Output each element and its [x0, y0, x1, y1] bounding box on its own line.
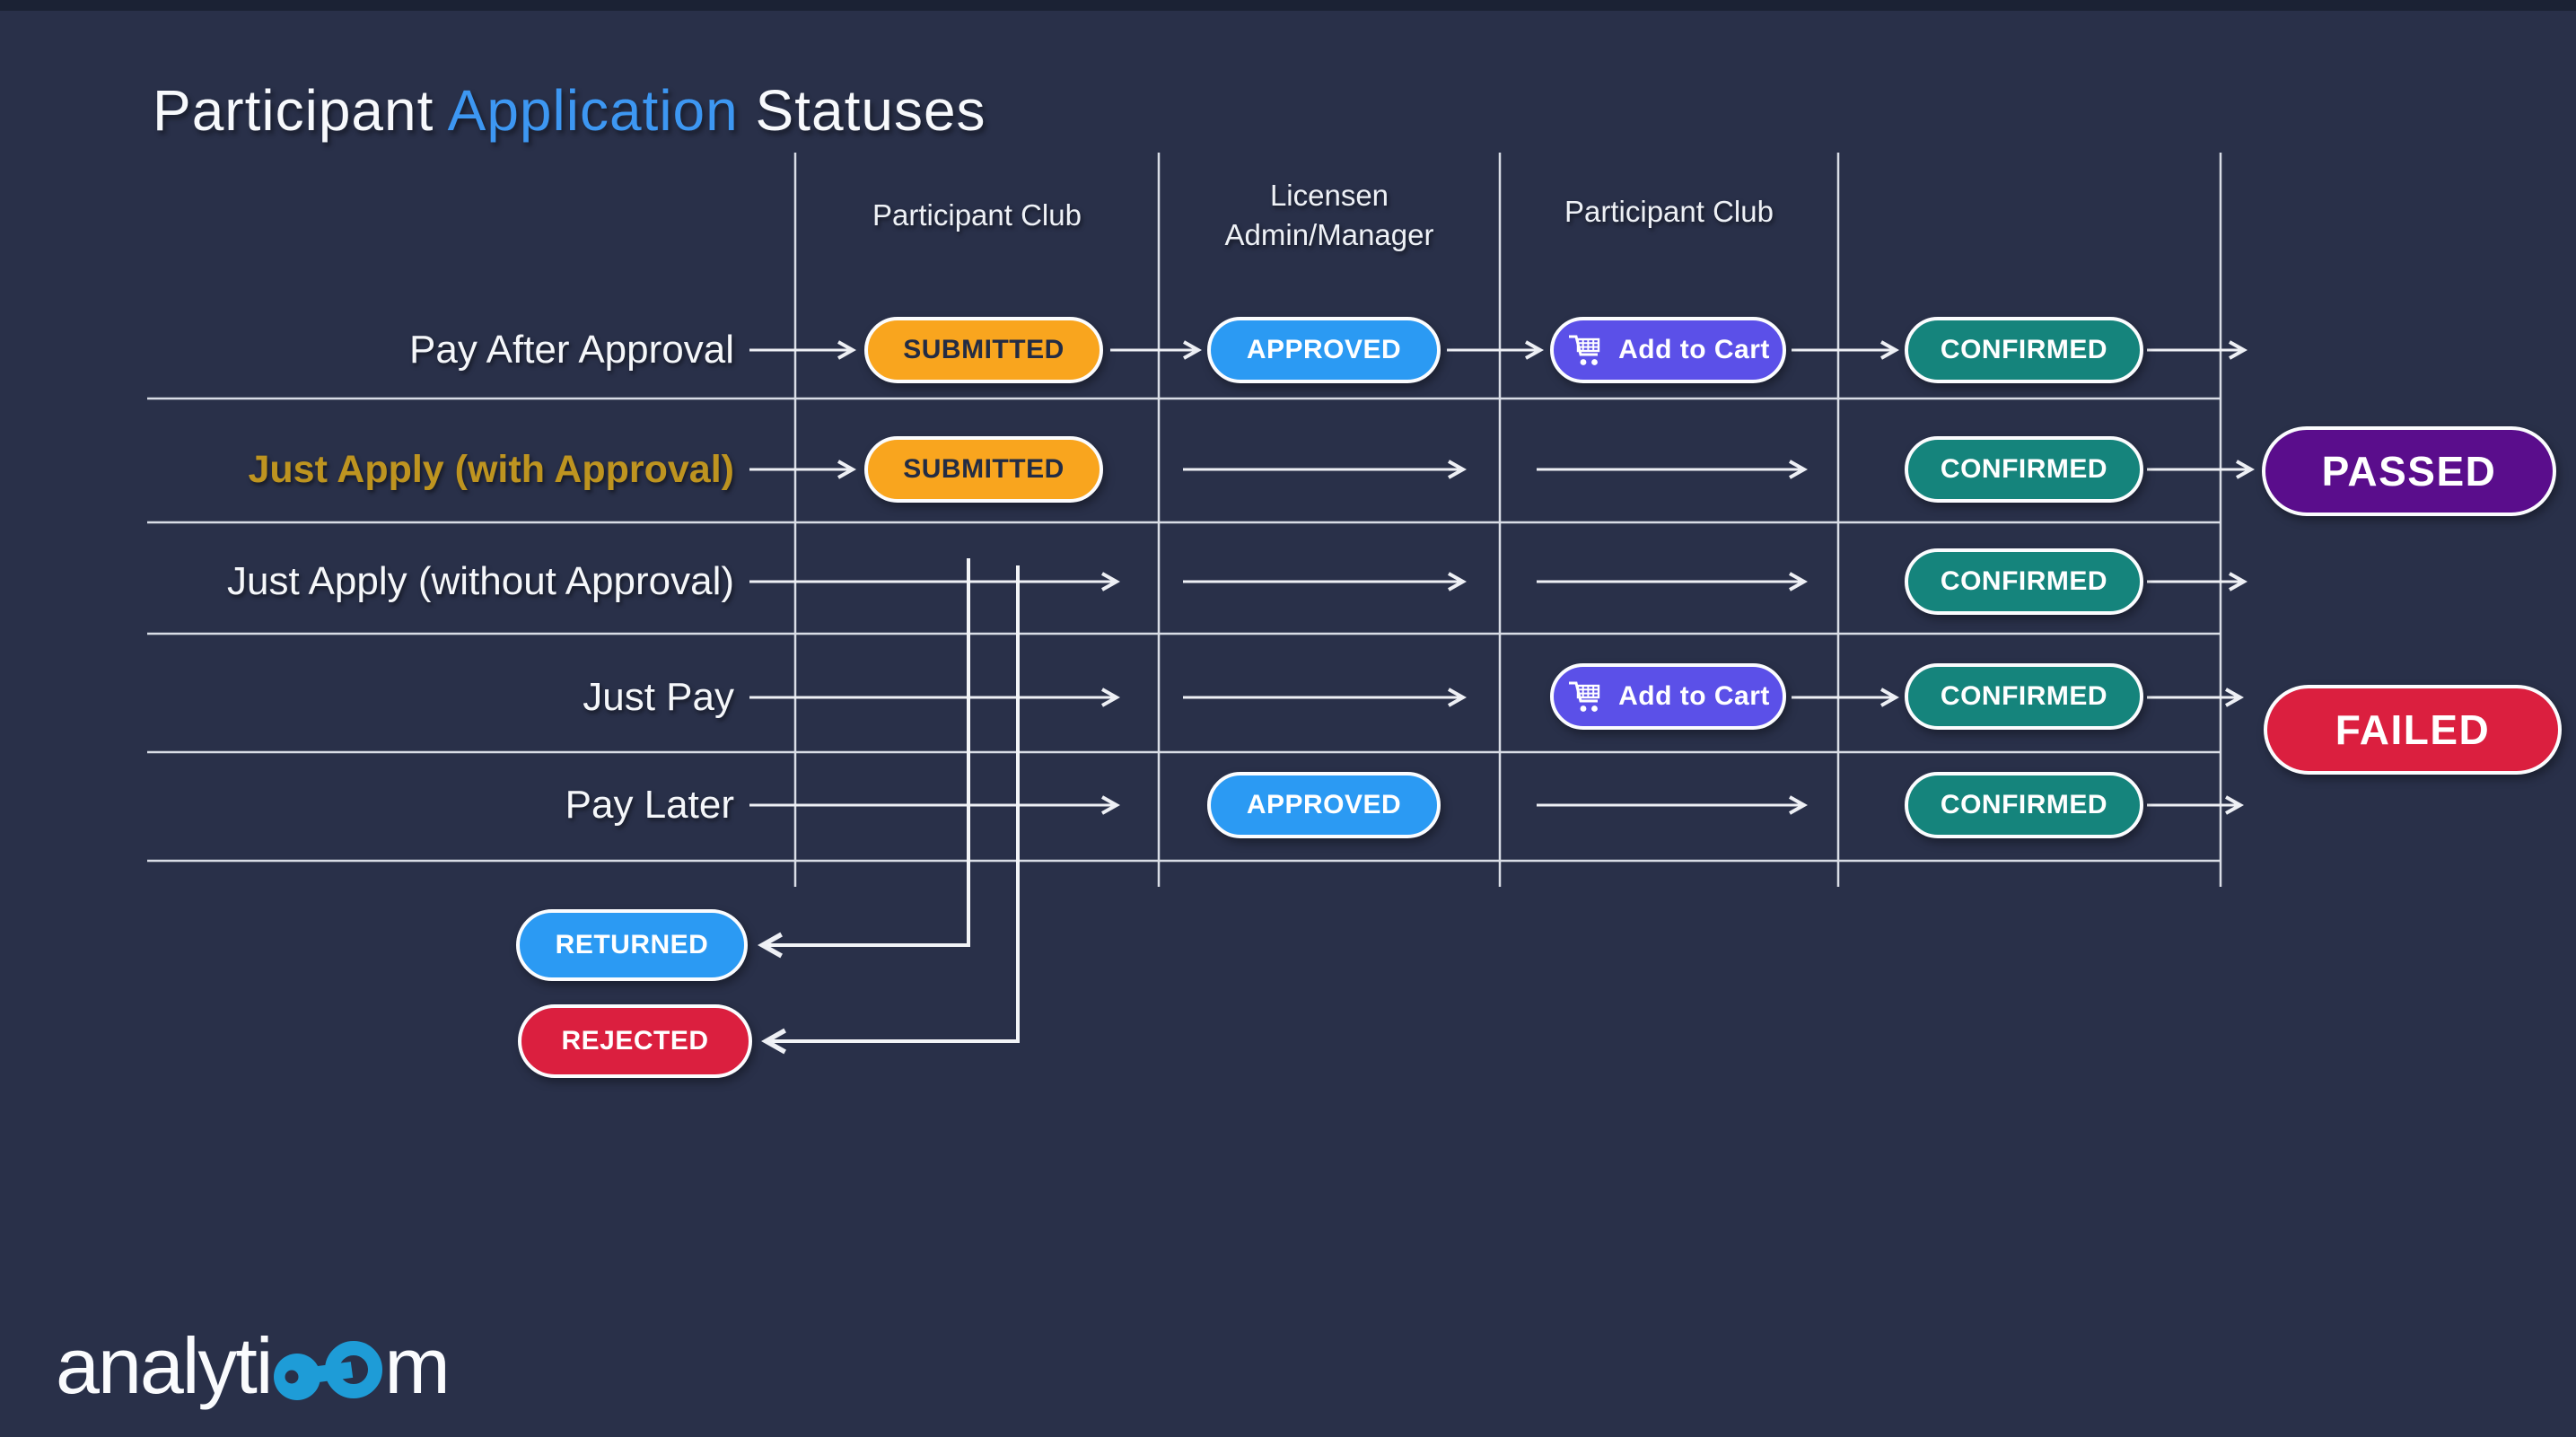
row-label-pay-after-approval: Pay After Approval: [409, 328, 734, 372]
slide-top-edge: [0, 0, 2576, 11]
status-badge-label: RETURNED: [555, 930, 709, 959]
status-badge-label: CONFIRMED: [1940, 790, 2108, 819]
status-badge-label: CONFIRMED: [1940, 335, 2108, 364]
status-badge-add-to-cart: Add to Cart: [1550, 317, 1786, 383]
page-title: Participant Application Statuses: [153, 77, 986, 144]
column-header-line2: Admin/Manager: [1224, 218, 1434, 251]
status-badge-approved: APPROVED: [1207, 772, 1441, 838]
status-badge-failed: FAILED: [2264, 685, 2562, 775]
shopping-cart-icon: [1569, 681, 1600, 712]
status-badge-label: CONFIRMED: [1940, 566, 2108, 596]
logo-link-icon: [274, 1341, 383, 1400]
status-badge-label: PASSED: [2321, 448, 2497, 495]
shopping-cart-icon: [1569, 335, 1600, 365]
row-label-pay-later: Pay Later: [565, 783, 734, 827]
status-badge-add-to-cart: Add to Cart: [1550, 663, 1786, 730]
status-badge-label: Add to Cart: [1618, 681, 1770, 711]
column-header-line1: Licensen: [1269, 179, 1389, 212]
return-reject-connectors: [765, 558, 1020, 1041]
analyticom-logo: analyti m: [56, 1318, 451, 1418]
title-highlight: Application: [447, 78, 739, 143]
status-badge-label: APPROVED: [1246, 335, 1402, 364]
column-header-participant-club-1: Participant Club: [872, 198, 1082, 232]
status-badge-rejected: REJECTED: [518, 1004, 752, 1078]
status-badge-confirmed: CONFIRMED: [1905, 663, 2143, 730]
row-label-just-pay: Just Pay: [583, 675, 734, 719]
logo-text-suffix: m: [384, 1321, 450, 1410]
status-badge-submitted: SUBMITTED: [864, 436, 1103, 503]
status-badge-submitted: SUBMITTED: [864, 317, 1103, 383]
status-badge-label: SUBMITTED: [903, 454, 1065, 484]
row-label-just-apply-with-approval: Just Apply (with Approval): [248, 448, 735, 491]
title-part: Statuses: [738, 78, 986, 143]
status-badge-passed: PASSED: [2262, 426, 2556, 516]
status-badge-label: Add to Cart: [1618, 335, 1770, 364]
status-badge-label: CONFIRMED: [1940, 454, 2108, 484]
status-badge-label: REJECTED: [561, 1026, 709, 1056]
status-badge-confirmed: CONFIRMED: [1905, 548, 2143, 615]
status-badge-approved: APPROVED: [1207, 317, 1441, 383]
row-label-just-apply-without-approval: Just Apply (without Approval): [227, 559, 734, 603]
logo-text-prefix: analyti: [56, 1321, 273, 1410]
status-badge-confirmed: CONFIRMED: [1905, 317, 2143, 383]
status-badge-returned: RETURNED: [516, 909, 748, 981]
status-badge-confirmed: CONFIRMED: [1905, 436, 2143, 503]
status-badge-label: FAILED: [2335, 706, 2491, 753]
column-header-license-admin: Licensen Admin/Manager: [1168, 176, 1491, 255]
status-badge-confirmed: CONFIRMED: [1905, 772, 2143, 838]
status-badge-label: CONFIRMED: [1940, 681, 2108, 711]
column-header-participant-club-2: Participant Club: [1564, 195, 1774, 228]
status-badge-label: SUBMITTED: [903, 335, 1065, 364]
status-badge-label: APPROVED: [1246, 790, 1402, 819]
title-part: Participant: [153, 78, 448, 143]
